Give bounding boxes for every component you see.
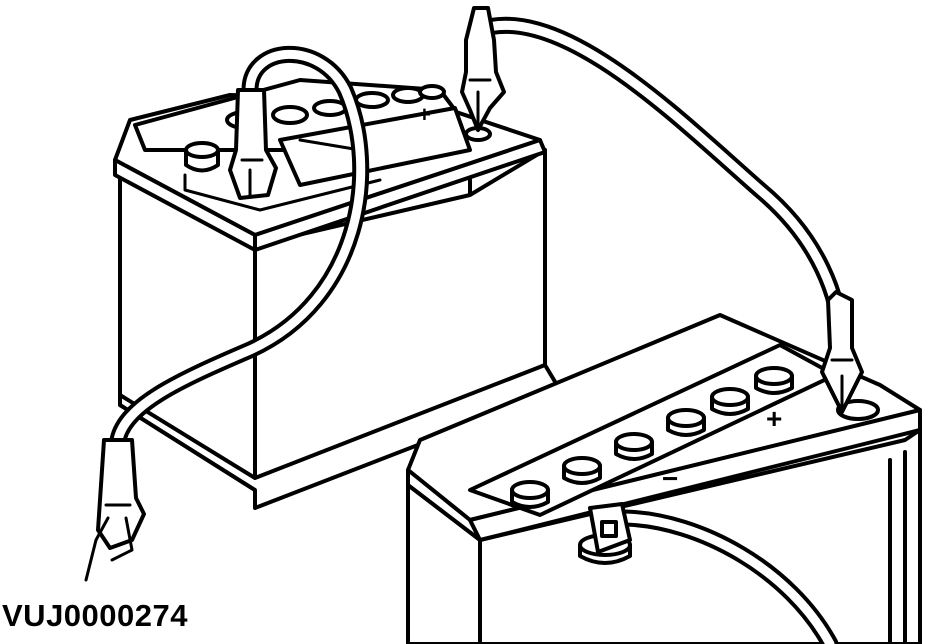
negative-jumper-cable <box>84 45 370 582</box>
negative-clamp-free-end <box>96 438 146 550</box>
figure-reference-code: VUJ0000274 <box>2 598 188 633</box>
ground-cable <box>588 502 839 644</box>
discharged-positive-terminal <box>836 399 880 421</box>
positive-clamp-discharged <box>820 290 864 414</box>
discharged-positive-sign: + <box>766 403 782 434</box>
positive-jumper-cable <box>460 6 864 414</box>
booster-battery: + <box>113 78 562 510</box>
positive-clamp-booster <box>460 6 506 132</box>
booster-positive-sign: + <box>418 102 431 127</box>
negative-clamp-booster <box>228 88 278 200</box>
discharged-negative-sign: − <box>662 463 678 494</box>
vent-caps <box>510 366 794 509</box>
